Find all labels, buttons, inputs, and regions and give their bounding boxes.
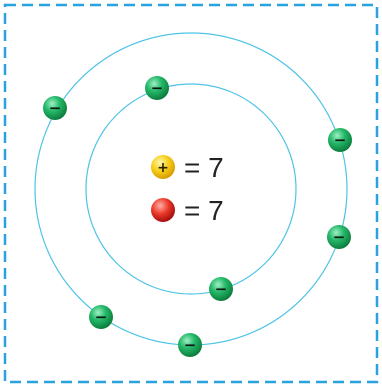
electron-icon-inner-2: − xyxy=(209,277,233,301)
electron-icon-outer-5: − xyxy=(178,333,202,357)
electron-icon-inner-1: − xyxy=(145,76,169,100)
svg-text:−: − xyxy=(49,99,62,117)
neutron-count: = 7 xyxy=(184,195,224,226)
svg-text:−: − xyxy=(151,79,164,97)
svg-text:−: − xyxy=(215,280,228,298)
electron-icon-outer-2: − xyxy=(328,128,352,152)
svg-text:−: − xyxy=(333,228,346,246)
electron-icon-outer-1: − xyxy=(43,96,67,120)
proton-icon: + xyxy=(151,155,175,179)
svg-text:−: − xyxy=(334,131,347,149)
electron-icon-outer-3: − xyxy=(327,225,351,249)
inner-electron-shell xyxy=(85,83,297,295)
electron-icon-outer-4: − xyxy=(89,305,113,329)
proton-sign: + xyxy=(157,160,169,176)
svg-text:−: − xyxy=(184,336,197,354)
svg-text:−: − xyxy=(95,308,108,326)
neutron-icon xyxy=(151,198,175,222)
outer-electron-shell xyxy=(34,32,348,346)
proton-count: = 7 xyxy=(184,152,224,183)
diagram-frame xyxy=(3,3,379,384)
